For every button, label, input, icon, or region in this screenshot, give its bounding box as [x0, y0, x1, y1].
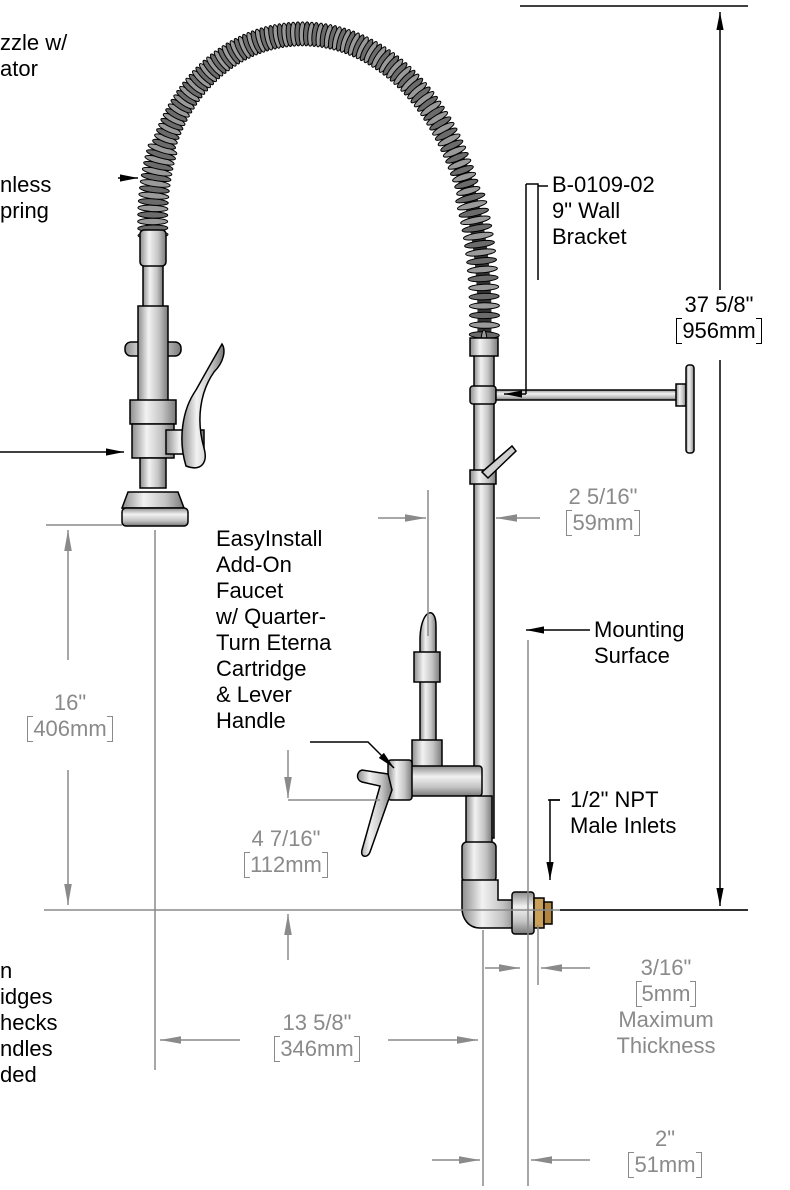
spring-coil: [466, 256, 498, 266]
spring-coil: [462, 231, 494, 241]
spring-label-line2: pring: [0, 198, 49, 223]
dim-faucet-height-in: 4 7/16": [251, 826, 321, 851]
spring-coil: [468, 302, 500, 310]
riser-pipe: [469, 337, 499, 839]
dim-spout-height-mm: 406mm: [33, 716, 107, 741]
spring-coil: [454, 178, 479, 190]
note-label-line5: ded: [0, 1062, 37, 1087]
bracket-label-line2: 9" Wall: [552, 198, 621, 223]
spring-coil: [469, 321, 500, 329]
spray-valve: [120, 229, 225, 527]
faucet-label-line7: & Lever: [216, 682, 292, 707]
dim-reach: 13 5/8" 346mm: [252, 1010, 382, 1062]
wall-bracket: [469, 364, 695, 454]
dim-pipe-offset-in: 2 5/16": [568, 484, 638, 509]
spring-coil: [468, 283, 500, 292]
bracket-label-line3: Bracket: [552, 224, 627, 249]
faucet-label-line5: Turn Eterna: [216, 630, 332, 655]
dim-inlet-offset-in: 2": [654, 1126, 676, 1151]
spring-coil: [452, 171, 477, 183]
spring-coil: [137, 211, 169, 219]
spring-label-line1: nless: [0, 172, 52, 197]
dim-thickness-note1: Maximum: [618, 1007, 714, 1032]
inlet-label-line2: Male Inlets: [570, 813, 677, 838]
dim-height-total-in: 37 5/8": [684, 292, 754, 317]
mounting-surface-label: Mounting Surface: [594, 617, 685, 669]
spring-coil: [456, 200, 488, 211]
faucet-label-line4: w/ Quarter-: [216, 604, 327, 629]
spring-coil: [469, 311, 500, 320]
spring-coil: [466, 265, 498, 274]
dim-spout-height: 16" 406mm: [10, 690, 130, 742]
nozzle-label-line2: ator: [0, 56, 38, 81]
spring-coil: [464, 239, 495, 249]
nozzle-label-line1: zzle w/: [0, 30, 68, 55]
spring-coil: [455, 192, 486, 204]
note-label-line4: ndles: [0, 1036, 53, 1061]
dim-thickness-note2: Thickness: [616, 1033, 716, 1058]
bracket-label-line1: B-0109-02: [552, 172, 655, 197]
dim-height-total: 37 5/8" 956mm: [654, 292, 784, 344]
dim-inlet-offset-mm: 51mm: [634, 1152, 696, 1177]
dim-spout-height-in: 16": [53, 690, 87, 715]
spring-coil: [461, 223, 493, 233]
note-label-line1: n: [0, 958, 13, 983]
faucet-label-line1: EasyInstall: [216, 526, 323, 551]
note-label-line3: hecks: [0, 1010, 58, 1035]
dim-thickness-mm: 5mm: [641, 981, 691, 1006]
inlet-label-line1: 1/2" NPT: [570, 787, 659, 812]
faucet-label-line8: Handle: [216, 708, 286, 733]
dim-pipe-offset: 2 5/16" 59mm: [548, 484, 658, 536]
spring-coil: [460, 215, 491, 226]
spring-label: nless pring: [0, 172, 51, 224]
bracket-label: B-0109-02 9" Wall Bracket: [552, 172, 655, 250]
dim-pipe-offset-mm: 59mm: [572, 510, 634, 535]
faucet-label-line3: Faucet: [216, 578, 284, 603]
spring-coil: [468, 292, 500, 301]
spring-coil: [137, 217, 169, 226]
spring-coil: [458, 207, 489, 218]
leader-lines: [0, 174, 590, 880]
mounting-label-line1: Mounting: [594, 617, 685, 642]
spring-hose: [137, 21, 500, 361]
note-label: n idges hecks ndles ded: [0, 958, 57, 1088]
nozzle-label: zzle w/ ator: [0, 30, 67, 82]
dim-inlet-offset: 2" 51mm: [600, 1126, 730, 1178]
dim-faucet-height: 4 7/16" 112mm: [226, 826, 346, 878]
hook-clip: [469, 444, 518, 485]
inlet-label: 1/2" NPT Male Inlets: [570, 787, 676, 839]
dim-thickness: 3/16" 5mm Maximum Thickness: [596, 955, 736, 1059]
dim-reach-mm: 346mm: [280, 1036, 354, 1061]
spring-coil: [450, 165, 474, 176]
faucet-label-line6: Cartridge: [216, 656, 307, 681]
dim-reach-in: 13 5/8": [282, 1010, 352, 1035]
mounting-label-line2: Surface: [594, 643, 670, 668]
spring-coil: [456, 185, 481, 196]
dim-faucet-height-mm: 112mm: [250, 852, 322, 877]
dim-height-total-mm: 956mm: [682, 318, 756, 343]
note-label-line2: idges: [0, 984, 53, 1009]
spring-coil: [467, 274, 499, 283]
dimension-lines: [44, 5, 748, 1186]
faucet-label: EasyInstall Add-On Faucet w/ Quarter- Tu…: [216, 526, 331, 734]
spring-coil: [465, 248, 497, 257]
faucet-label-line2: Add-On: [216, 552, 292, 577]
add-on-faucet: [356, 612, 553, 935]
dim-thickness-in: 3/16": [640, 955, 692, 980]
